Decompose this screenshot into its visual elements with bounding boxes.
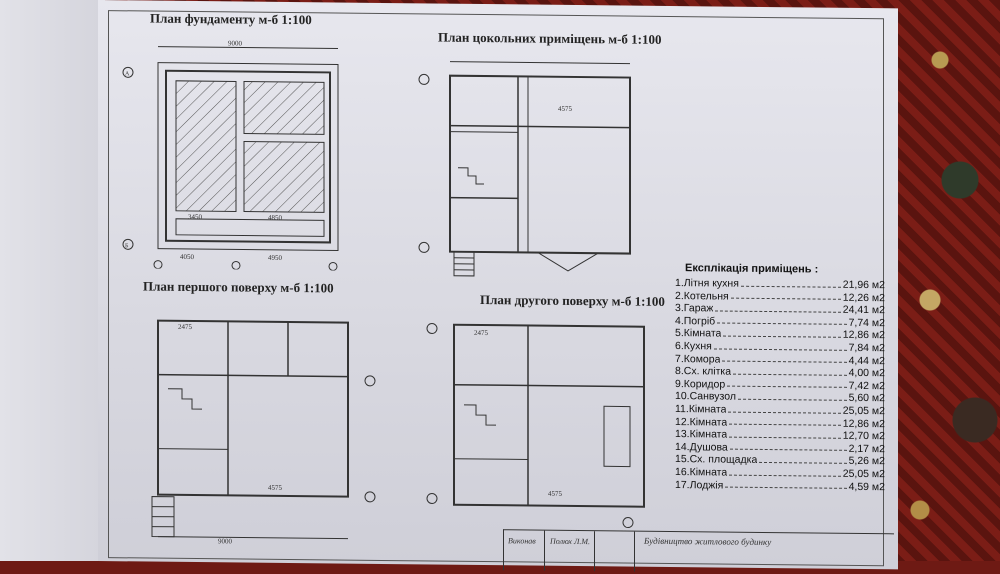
room-area: 25,05 м2	[843, 468, 885, 481]
room-area: 12,26 м2	[843, 291, 885, 304]
room-area: 2,17 м2	[849, 443, 885, 456]
leader-dashes	[722, 353, 846, 363]
room-area: 5,60 м2	[849, 392, 885, 405]
room-area: 7,42 м2	[849, 380, 885, 393]
title-block: Виконав Полюх Л.М. Будівництво житлового…	[503, 529, 894, 574]
first-floor-dim-room-c: 4575	[268, 484, 282, 492]
room-name: 5.Кімната	[675, 327, 721, 340]
room-name: 2.Котельня	[675, 290, 729, 303]
title-block-role: Виконав	[508, 536, 536, 545]
room-area: 12,86 м2	[843, 329, 885, 342]
first-floor-dim-width: 9000	[218, 537, 232, 545]
leader-dashes	[741, 278, 841, 288]
leader-dashes	[725, 479, 846, 489]
leader-dashes	[727, 378, 846, 388]
leader-dashes	[729, 416, 841, 426]
foundation-plan-title: План фундаменту м-б 1:100	[150, 11, 312, 29]
first-floor-plan: 4575 2475 9000	[138, 298, 393, 551]
first-floor-plan-title: План першого поверху м-б 1:100	[143, 278, 334, 296]
room-name: 13.Кімната	[675, 428, 727, 441]
leader-dashes	[731, 290, 841, 300]
foundation-plan: 9000 4050 4950 3450 4850 А Б	[118, 36, 358, 271]
room-area: 4,00 м2	[849, 367, 885, 380]
axis-label: А	[125, 71, 130, 77]
leader-dashes	[759, 454, 846, 464]
second-floor-plan: 4575 2475	[418, 308, 668, 531]
second-floor-dim-room-c: 4575	[548, 490, 562, 498]
foundation-dim-room-a: 3450	[188, 213, 202, 221]
title-block-project: Будівництво житлового будинку	[644, 536, 771, 547]
leader-dashes	[715, 303, 840, 313]
drawing-sheet: План фундаменту м-б 1:100 План цокольних…	[98, 0, 898, 569]
room-name: 11.Кімната	[675, 403, 726, 416]
room-name: 7.Комора	[675, 353, 720, 366]
room-area: 5,26 м2	[849, 455, 885, 468]
leader-dashes	[728, 404, 840, 414]
leader-dashes	[733, 366, 847, 376]
axis-label: Б	[125, 243, 129, 249]
foundation-dim-right: 4950	[268, 254, 282, 262]
room-name: 15.Сх. площадка	[675, 453, 757, 466]
title-block-author: Полюх Л.М.	[550, 537, 590, 546]
room-area: 12,70 м2	[843, 430, 885, 443]
leader-dashes	[717, 315, 846, 325]
room-area: 4,44 м2	[849, 354, 885, 367]
room-name: 16.Кімната	[675, 466, 727, 479]
basement-dim-room-c: 4575	[558, 105, 572, 113]
room-area: 24,41 м2	[843, 304, 885, 317]
room-name: 12.Кімната	[675, 416, 727, 429]
room-area: 4,59 м2	[849, 480, 885, 493]
first-floor-dim-room-d: 2475	[178, 323, 192, 331]
basement-plan-title: План цокольних приміщень м-б 1:100	[438, 30, 661, 48]
second-floor-plan-title: План другого поверху м-б 1:100	[480, 292, 665, 310]
room-name: 6.Кухня	[675, 340, 712, 353]
room-area: 21,96 м2	[843, 279, 885, 292]
leader-dashes	[730, 441, 847, 451]
room-area: 12,86 м2	[843, 417, 885, 430]
leader-dashes	[729, 467, 841, 477]
leader-dashes	[729, 429, 841, 439]
explication-header: Експлікація приміщень :	[675, 262, 885, 276]
left-page	[0, 0, 105, 561]
leader-dashes	[714, 340, 847, 350]
room-area: 25,05 м2	[843, 405, 885, 418]
leader-dashes	[738, 391, 847, 401]
room-name: 1.Літня кухня	[675, 277, 739, 290]
room-name: 4.Погріб	[675, 315, 715, 328]
room-name: 17.Лоджія	[675, 479, 723, 492]
basement-plan: 4575	[408, 47, 673, 290]
explication-row: 17.Лоджія 4,59 м2	[675, 479, 885, 494]
room-name: 3.Гараж	[675, 302, 713, 315]
foundation-dim-left: 4050	[180, 253, 194, 261]
room-explication: Експлікація приміщень : 1.Літня кухня 21,…	[675, 262, 885, 493]
room-name: 8.Сх. клітка	[675, 365, 731, 378]
foundation-dim-room-b: 4850	[268, 214, 282, 222]
room-area: 7,84 м2	[849, 342, 885, 355]
room-area: 7,74 м2	[849, 317, 885, 330]
room-name: 10.Санвузол	[675, 390, 736, 403]
room-name: 14.Душова	[675, 441, 728, 454]
leader-dashes	[723, 328, 840, 338]
room-name: 9.Коридор	[675, 378, 725, 391]
second-floor-dim-room-d: 2475	[474, 329, 488, 337]
foundation-dim-width: 9000	[228, 39, 242, 47]
